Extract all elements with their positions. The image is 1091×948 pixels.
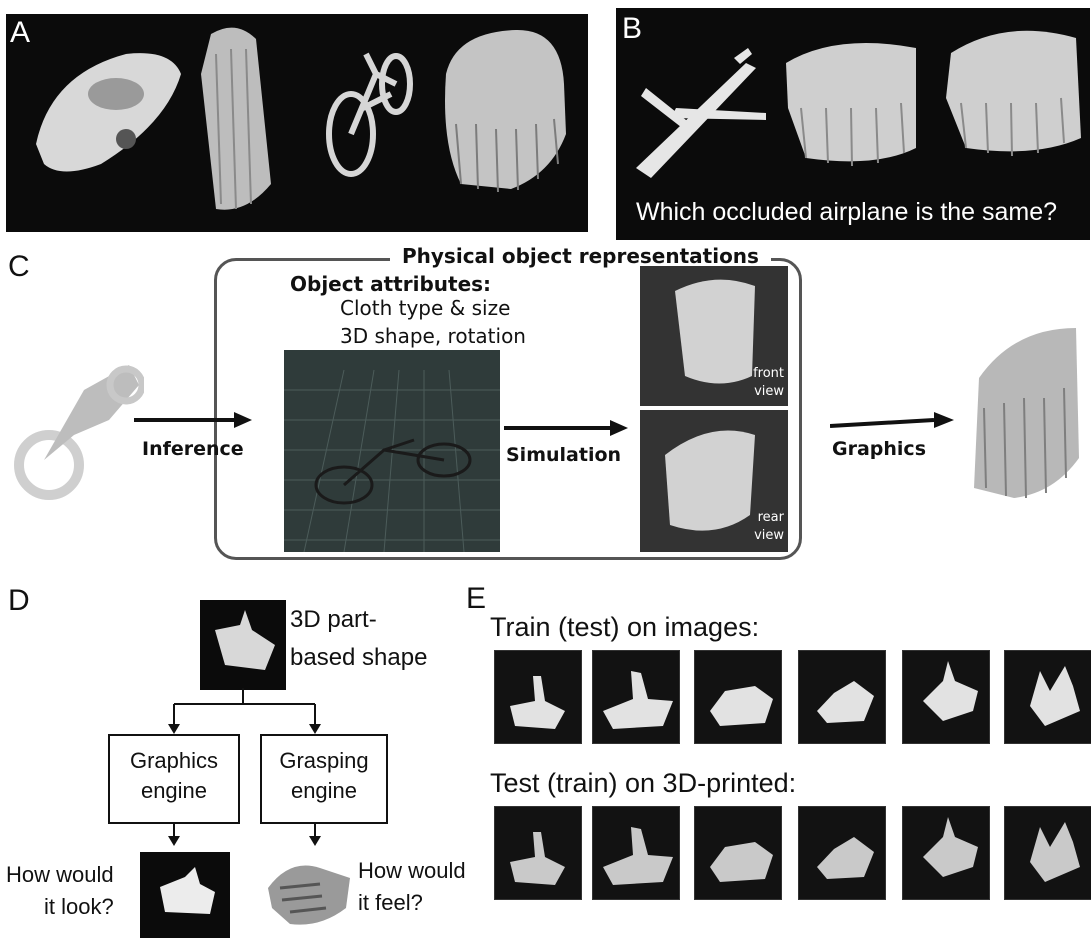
- graphics-engine-line2: engine: [110, 776, 238, 806]
- car-object: [36, 53, 181, 171]
- wireframe-motorcycle: [316, 440, 470, 503]
- rendered-shape-image: [140, 852, 230, 938]
- rear-view-label-2: view: [754, 528, 784, 543]
- occluded-airplane-1: [786, 43, 916, 166]
- shape-label-2: based shape: [290, 644, 427, 672]
- thumbnail-1: [494, 650, 582, 744]
- panel-e-letter: E: [466, 584, 486, 614]
- draped-cloth-wide: [445, 30, 566, 192]
- look-question-2: it look?: [44, 894, 114, 920]
- front-view-label-2: view: [754, 384, 784, 399]
- panel-b-question: Which occluded airplane is the same?: [636, 198, 1057, 227]
- hand-grasp-image: [260, 848, 356, 932]
- rear-view-render: rear view: [640, 410, 788, 552]
- front-view-render: front view: [640, 266, 788, 406]
- thumbnail-5: [902, 806, 990, 900]
- row2-title: Test (train) on 3D-printed:: [490, 768, 796, 799]
- attribute-shape: 3D shape, rotation: [340, 324, 526, 348]
- frame-title: Physical object representations: [390, 244, 771, 268]
- inference-label: Inference: [142, 438, 244, 460]
- thumbnail-6: [1004, 650, 1091, 744]
- simulation-arrow: [504, 418, 630, 438]
- feel-question-2: it feel?: [358, 890, 423, 916]
- thumbnail-4: [798, 806, 886, 900]
- thumbnail-1: [494, 806, 582, 900]
- graphics-engine-box: Graphics engine: [108, 734, 240, 824]
- thumbnail-2: [592, 650, 680, 744]
- panel-c-letter: C: [8, 252, 30, 282]
- simulation-label: Simulation: [506, 444, 621, 466]
- feel-question-1: How would: [358, 858, 466, 884]
- thumbnail-4: [798, 650, 886, 744]
- grasping-engine-box: Grasping engine: [260, 734, 388, 824]
- rear-view-label-1: rear: [758, 510, 784, 525]
- panel-a-letter: A: [10, 18, 30, 48]
- attribute-cloth: Cloth type & size: [340, 296, 510, 320]
- graphics-label: Graphics: [832, 438, 926, 460]
- simulation-grid-scene: [284, 350, 500, 552]
- row1-title: Train (test) on images:: [490, 612, 759, 643]
- panel-b-letter: B: [622, 14, 642, 44]
- thumbnail-5: [902, 650, 990, 744]
- look-question-1: How would: [6, 862, 114, 888]
- thumbnail-3: [694, 806, 782, 900]
- front-view-label-1: front: [753, 366, 784, 381]
- grasping-engine-line1: Grasping: [262, 746, 386, 776]
- thumbnail-3: [694, 650, 782, 744]
- panel-d-letter: D: [8, 586, 30, 616]
- inference-arrow: [134, 410, 254, 430]
- thumbnail-2: [592, 806, 680, 900]
- airplane-object: [636, 48, 766, 178]
- grasping-engine-line2: engine: [262, 776, 386, 806]
- graphics-engine-line1: Graphics: [110, 746, 238, 776]
- draped-output-object: [964, 318, 1084, 508]
- occluded-airplane-2: [946, 31, 1081, 156]
- graphics-arrow: [830, 410, 956, 434]
- part-based-shape-image: [200, 600, 286, 690]
- attributes-title: Object attributes:: [290, 272, 491, 296]
- shape-label-1: 3D part-: [290, 606, 377, 634]
- panel-a-objects: [6, 14, 588, 232]
- bicycle-object: [329, 54, 410, 174]
- motorcycle-object: [14, 340, 144, 510]
- draped-cloth-tall: [201, 28, 271, 210]
- panel-b-image: B Which occluded airplane is the same?: [616, 8, 1090, 240]
- thumbnail-6: [1004, 806, 1091, 900]
- panel-a-image: A: [6, 14, 588, 232]
